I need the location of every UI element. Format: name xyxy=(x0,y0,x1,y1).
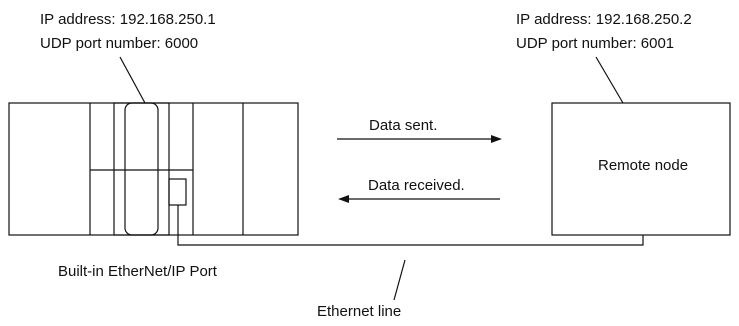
ethernet-port-label: Built-in EtherNet/IP Port xyxy=(58,263,217,280)
data-received-label: Data received. xyxy=(368,177,465,194)
ethernet-cable xyxy=(177,205,644,246)
local-udp-port: UDP port number: 6000 xyxy=(40,35,199,52)
data-sent-arrow-head xyxy=(491,135,502,143)
local-ip-leader xyxy=(119,56,146,104)
local-ip-address: IP address: 192.168.250.1 xyxy=(40,11,216,28)
remote-ip-address: IP address: 192.168.250.2 xyxy=(516,11,692,28)
data-sent-label: Data sent. xyxy=(369,117,438,134)
remote-node-label: Remote node xyxy=(598,157,689,174)
remote-ip-leader xyxy=(595,56,624,104)
ethernet-line-leader xyxy=(393,259,406,301)
cpu-center-panel xyxy=(124,102,159,236)
plc-outline xyxy=(8,102,299,236)
cpu-unit xyxy=(113,102,170,236)
ethernet-line-label: Ethernet line xyxy=(317,303,402,320)
plc-rack xyxy=(8,102,299,236)
remote-udp-port: UDP port number: 6001 xyxy=(516,35,675,52)
remote-node-box xyxy=(551,102,731,236)
data-received-arrow-head xyxy=(338,195,349,203)
ethernet-port-icon xyxy=(168,178,187,206)
